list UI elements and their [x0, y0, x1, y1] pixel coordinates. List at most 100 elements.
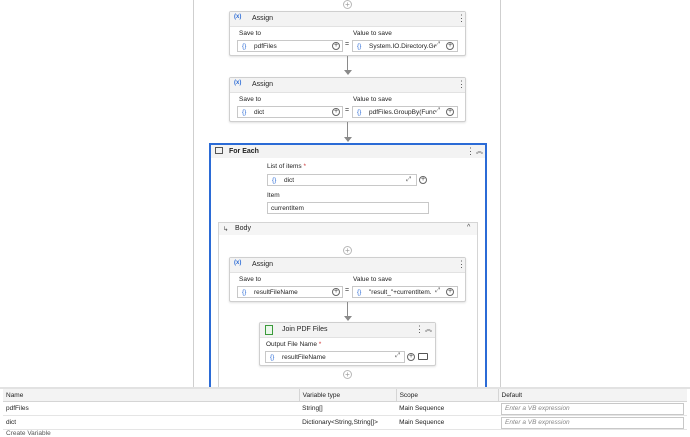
variable-scope[interactable]: Main Sequence [396, 415, 498, 430]
add-activity-button[interactable]: + [343, 246, 352, 255]
add-activity-button[interactable]: + [343, 370, 352, 379]
plus-circle-icon[interactable]: + [332, 288, 340, 296]
folder-icon[interactable] [418, 353, 428, 360]
output-file-name-field[interactable]: {} resultFileName [265, 351, 405, 363]
item-value: currentItem [271, 205, 304, 212]
assign-title: Assign [252, 15, 274, 22]
list-of-items-field[interactable]: {} dict [267, 174, 417, 186]
body-title: Body [235, 225, 251, 232]
collapse-icon[interactable]: ^ [467, 224, 471, 231]
item-label: Item [267, 192, 280, 199]
table-row[interactable]: pdfFiles String[] Main Sequence Enter a … [3, 401, 687, 416]
assign-icon: (x) [234, 14, 242, 20]
join-title: Join PDF Files [282, 326, 328, 333]
expand-icon[interactable]: ⤢ [435, 107, 441, 114]
save-to-value: pdfFiles [254, 43, 277, 50]
more-options-icon[interactable]: ⋮ [457, 79, 466, 89]
save-to-label: Save to [239, 30, 262, 37]
assign-icon: (x) [234, 80, 242, 86]
expand-icon[interactable]: ⤢ [435, 287, 441, 294]
default-input[interactable]: Enter a VB expression [501, 402, 684, 415]
value-text: System.IO.Directory.Ge [369, 43, 435, 50]
more-options-icon[interactable]: ⋮ [457, 13, 466, 23]
column-header-default[interactable]: Default [498, 389, 687, 402]
assign-header: (x) Assign ⋮ [230, 258, 466, 273]
save-to-label: Save to [239, 96, 262, 103]
equals-sign: = [345, 41, 350, 48]
connector-arrow [344, 137, 352, 142]
plus-circle-icon[interactable]: + [446, 108, 454, 116]
add-activity-button[interactable]: + [343, 0, 352, 9]
save-to-value: resultFileName [254, 289, 298, 296]
expand-icon[interactable]: ⤢ [406, 176, 412, 183]
save-to-label: Save to [239, 276, 262, 283]
expression-brace-icon: {} [270, 354, 275, 361]
plus-circle-icon[interactable]: + [407, 353, 415, 361]
variable-name[interactable]: pdfFiles [3, 401, 300, 416]
save-to-field[interactable]: {} dict [237, 106, 343, 118]
assign-activity-2[interactable]: (x) Assign ⋮ Save to Value to save {} di… [229, 77, 466, 122]
plus-circle-icon[interactable]: + [446, 288, 454, 296]
collapse-icon[interactable]: ︽ [476, 148, 483, 155]
assign-header: (x) Assign ⋮ [230, 78, 466, 93]
assign-activity-1[interactable]: (x) Assign ⋮ Save to Value to save {} pd… [229, 11, 466, 56]
value-to-save-label: Value to save [353, 30, 392, 37]
variables-panel-divider [0, 387, 690, 389]
for-each-header: For Each ⋮ ︽ [211, 145, 485, 158]
save-to-field[interactable]: {} pdfFiles [237, 40, 343, 52]
plus-circle-icon[interactable]: + [419, 176, 427, 184]
more-options-icon[interactable]: ⋮ [466, 146, 475, 156]
connector-line [347, 122, 348, 138]
expand-icon[interactable]: ⤢ [395, 352, 401, 359]
output-file-name-label: Output File Name * [266, 341, 322, 348]
item-field[interactable]: currentItem [267, 202, 429, 214]
assign-activity-3[interactable]: (x) Assign ⋮ Save to Value to save {} re… [229, 257, 466, 302]
expand-icon[interactable]: ⤢ [435, 41, 441, 48]
for-each-title: For Each [229, 148, 259, 155]
sequence-left-border [193, 0, 194, 387]
value-field[interactable]: {} System.IO.Directory.Ge [352, 40, 458, 52]
column-header-name[interactable]: Name [3, 389, 300, 402]
column-header-scope[interactable]: Scope [396, 389, 499, 402]
save-to-field[interactable]: {} resultFileName [237, 286, 343, 298]
value-field[interactable]: {} pdfFiles.GroupBy(Func [352, 106, 458, 118]
table-row[interactable]: dict Dictionary<String,String[]> Main Se… [3, 415, 687, 430]
value-to-save-label: Value to save [353, 276, 392, 283]
variable-type[interactable]: Dictionary<String,String[]> [299, 415, 397, 430]
join-pdf-files-activity[interactable]: Join PDF Files ⋮ ︽ Output File Name * {}… [259, 322, 436, 366]
sequence-right-border [500, 0, 501, 387]
list-of-items-value: dict [284, 177, 295, 184]
assign-title: Assign [252, 81, 274, 88]
body-container[interactable]: ↳ Body ^ [218, 222, 478, 392]
more-options-icon[interactable]: ⋮ [415, 324, 424, 334]
body-arrow-icon: ↳ [223, 226, 229, 233]
output-file-name-value: resultFileName [282, 354, 326, 361]
variables-table: Name Variable type Scope Default pdfFile… [3, 389, 687, 430]
plus-circle-icon[interactable]: + [332, 108, 340, 116]
variable-scope[interactable]: Main Sequence [396, 401, 498, 416]
assign-title: Assign [252, 261, 274, 268]
expression-brace-icon: {} [272, 177, 277, 184]
expression-brace-icon: {} [357, 109, 362, 116]
expression-brace-icon: {} [357, 289, 362, 296]
connector-line [347, 302, 348, 317]
plus-circle-icon[interactable]: + [446, 42, 454, 50]
pdf-file-icon [265, 325, 273, 335]
body-header: ↳ Body ^ [219, 223, 477, 235]
default-input[interactable]: Enter a VB expression [501, 416, 684, 429]
more-options-icon[interactable]: ⋮ [457, 259, 466, 269]
join-header: Join PDF Files ⋮ ︽ [260, 323, 435, 338]
for-each-icon [215, 147, 223, 154]
save-to-value: dict [254, 109, 265, 116]
value-text: pdfFiles.GroupBy(Func [369, 109, 435, 116]
column-header-type[interactable]: Variable type [299, 389, 397, 402]
plus-circle-icon[interactable]: + [332, 42, 340, 50]
variable-type[interactable]: String[] [299, 401, 397, 416]
value-text: "result_"+currentItem. [369, 289, 432, 296]
assign-header: (x) Assign ⋮ [230, 12, 466, 27]
variable-name[interactable]: dict [3, 415, 300, 430]
collapse-icon[interactable]: ︽ [425, 326, 432, 333]
connector-arrow [344, 316, 352, 321]
value-field[interactable]: {} "result_"+currentItem. [352, 286, 458, 298]
create-variable-link[interactable]: Create Variable [6, 430, 51, 437]
